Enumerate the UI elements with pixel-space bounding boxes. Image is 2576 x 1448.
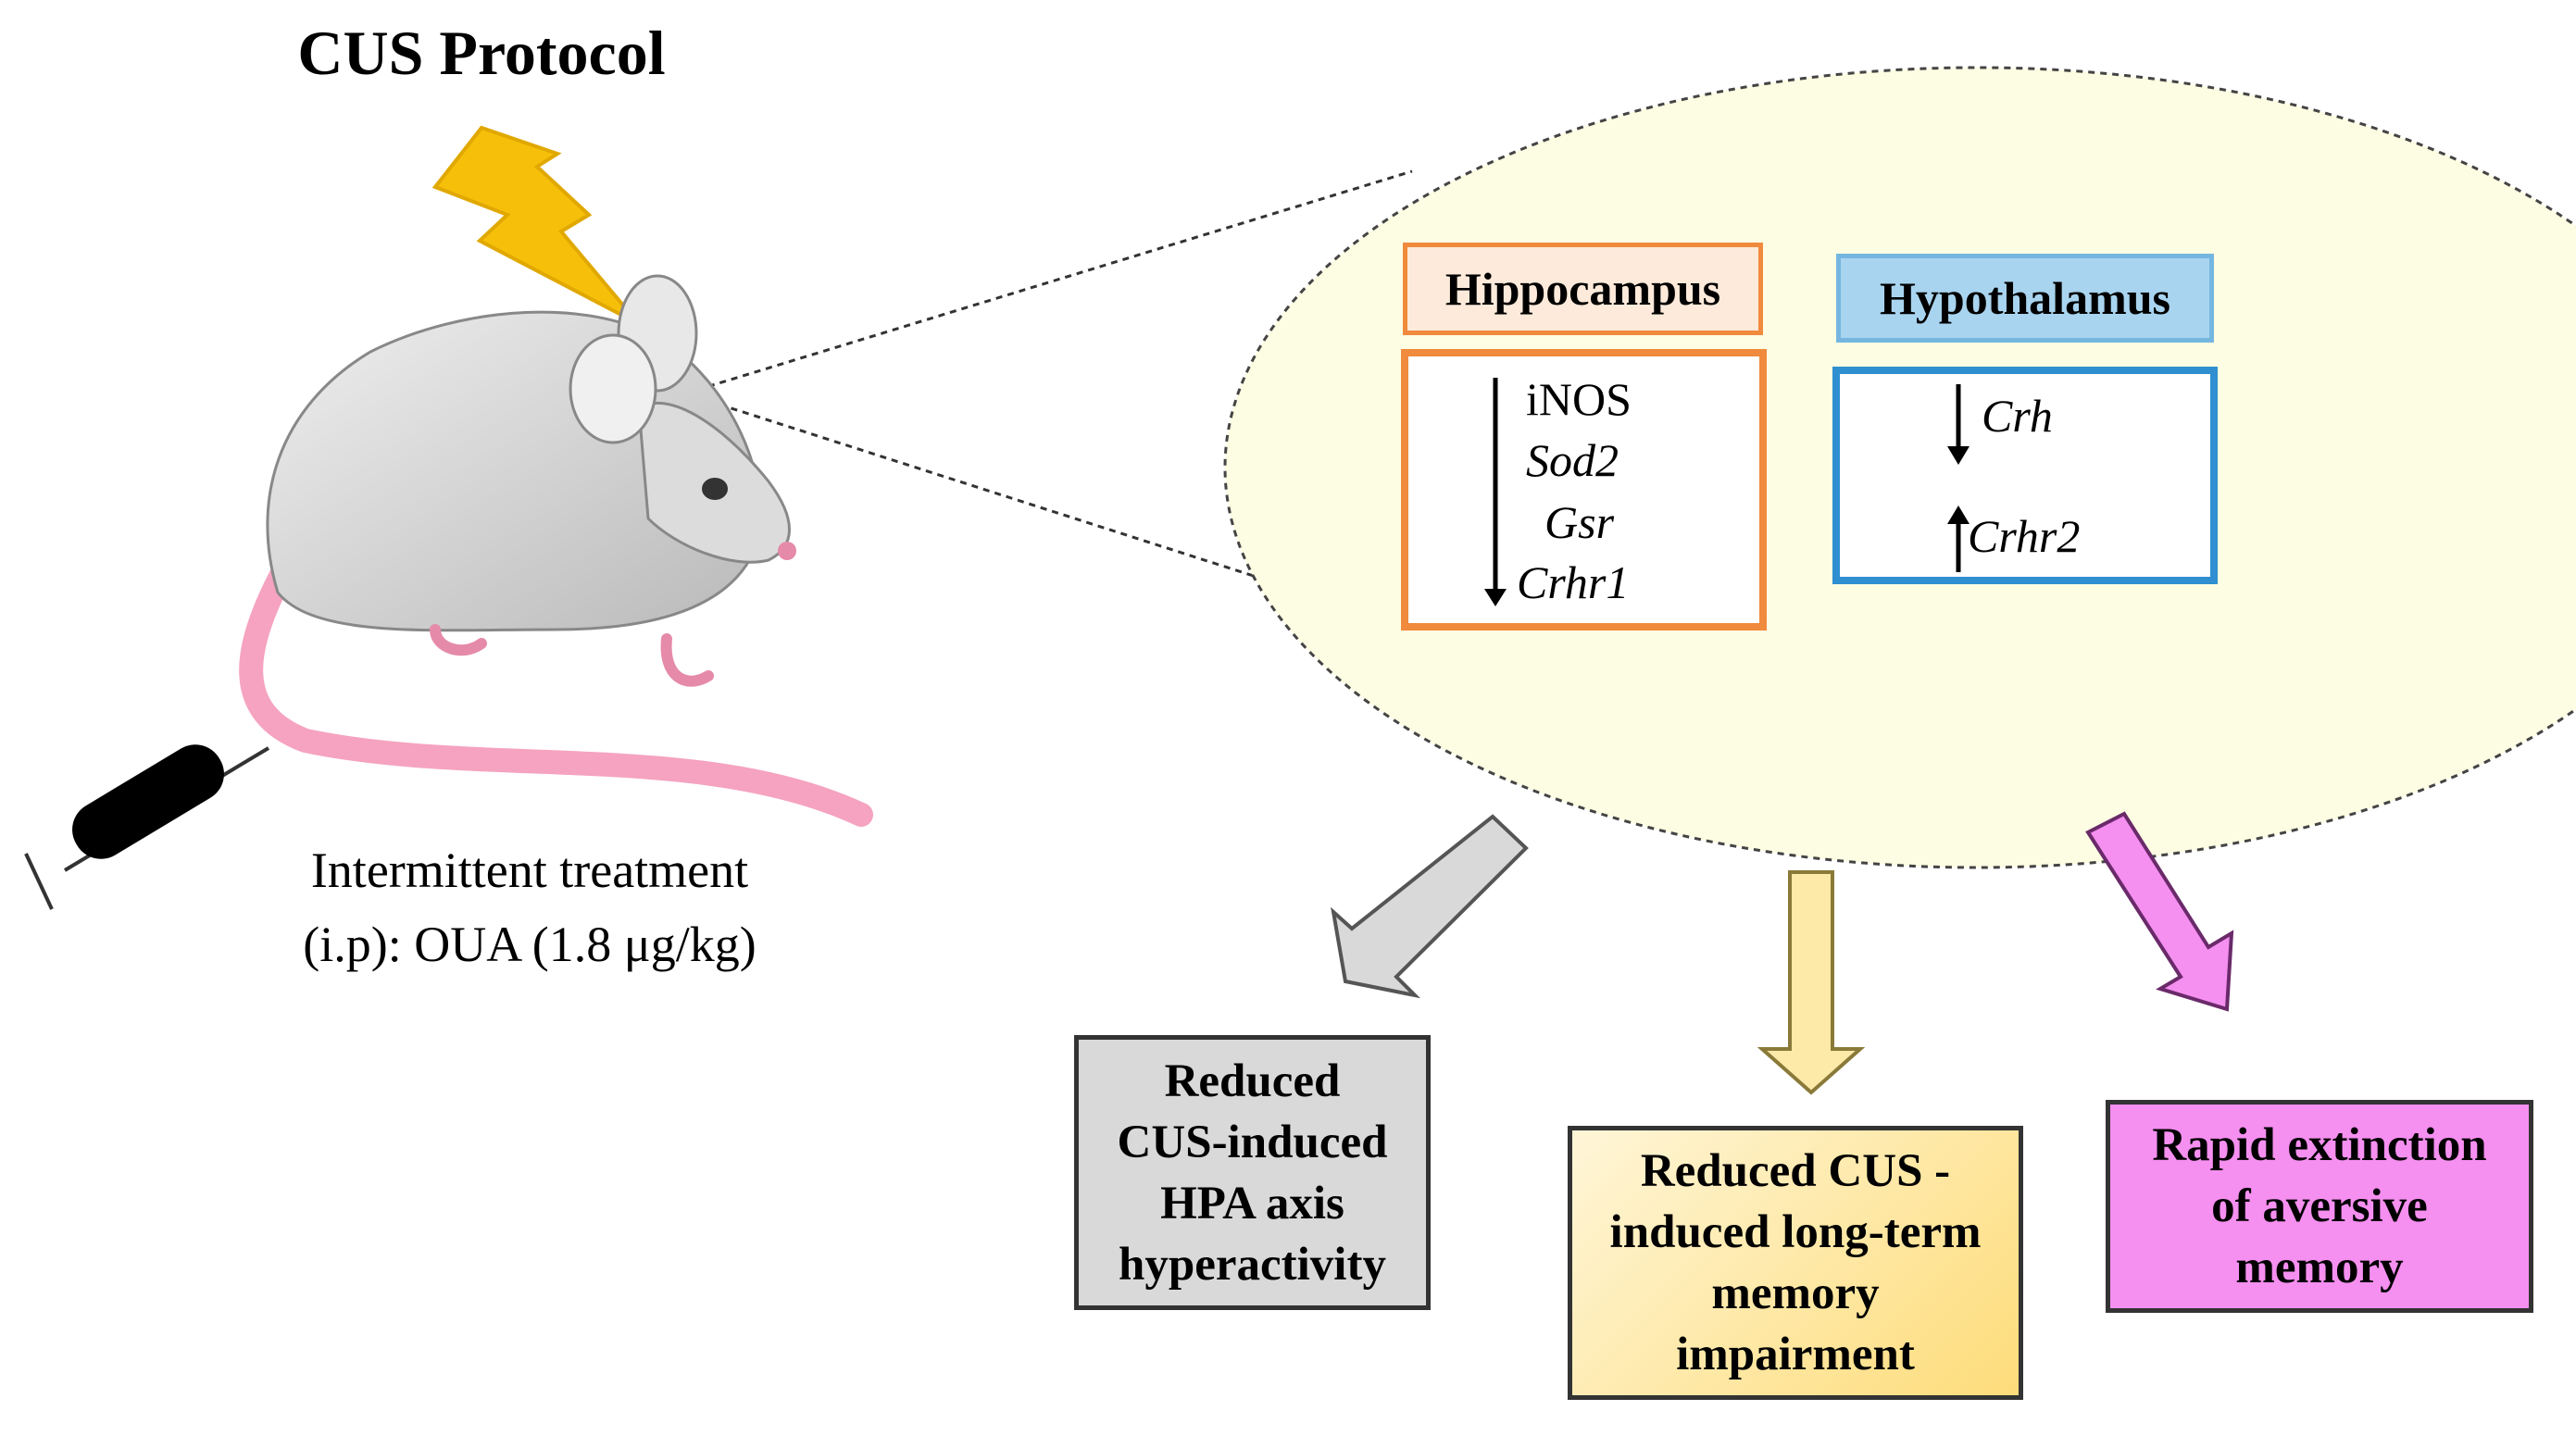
- protocol-title: CUS Protocol: [297, 18, 666, 88]
- gene-inos: iNOS: [1526, 373, 1632, 425]
- hippocampus-header: Hippocampus: [1403, 243, 1763, 335]
- outcome-arrow-memory: [1757, 870, 1866, 1095]
- lightning-bolt-icon: [431, 125, 641, 326]
- mouse-icon: [239, 274, 873, 827]
- treatment-label: Intermittent treatment (i.p): OUA (1.8 μ…: [243, 833, 817, 981]
- hippocampus-gene-box: [1401, 349, 1767, 630]
- gene-crhr1: Crhr1: [1517, 556, 1630, 608]
- gene-gsr: Gsr: [1544, 496, 1615, 548]
- treatment-line-1: Intermittent treatment: [310, 843, 749, 898]
- outcome-box-memory: Reduced CUS - induced long-term memory i…: [1568, 1126, 2023, 1400]
- hypothalamus-gene-box: [1832, 367, 2218, 584]
- down-arrow-icon: [1947, 446, 1970, 465]
- outcome-box-extinction: Rapid extinction of aversive memory: [2106, 1100, 2533, 1313]
- outcome-arrow-extinction: [2085, 811, 2234, 1012]
- up-arrow-icon: [1947, 506, 1970, 524]
- gene-sod2: Sod2: [1526, 434, 1619, 486]
- outcome-arrow-hpa: [1331, 814, 1529, 999]
- hypothalamus-header: Hypothalamus: [1836, 254, 2214, 343]
- outcome-box-hpa: Reduced CUS-induced HPA axis hyperactivi…: [1074, 1035, 1431, 1310]
- treatment-line-2: (i.p): OUA (1.8 μg/kg): [303, 917, 757, 972]
- zoom-line-bottom: [684, 392, 1283, 587]
- syringe-icon: [24, 744, 270, 910]
- gene-crh: Crh: [1982, 390, 2053, 442]
- zoom-line-top: [684, 169, 1413, 395]
- down-arrow-icon: [1484, 589, 1507, 606]
- gene-crhr2: Crhr2: [1968, 510, 2081, 562]
